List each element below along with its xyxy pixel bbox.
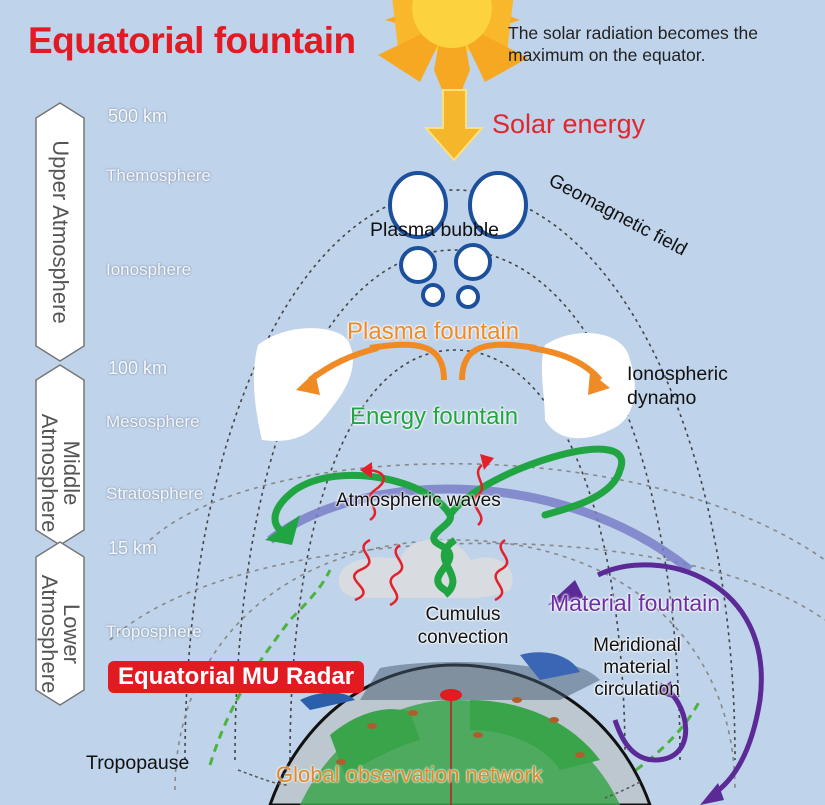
caption-text: The solar radiation becomes the maximum … xyxy=(508,23,758,65)
solar-energy-label: Solar energy xyxy=(492,109,646,139)
wave-arrow-left xyxy=(360,462,372,478)
energy-fountain-label: Energy fountain xyxy=(350,403,519,430)
layer-ionosphere: Ionosphere xyxy=(106,260,192,279)
layer-stratosphere: Stratosphere xyxy=(106,484,204,503)
lower-atmosphere-banner xyxy=(35,541,85,706)
atmospheric-waves xyxy=(352,464,509,607)
upper-atmosphere-banner xyxy=(35,102,85,362)
material-arrow-top xyxy=(548,580,584,605)
meridional-circulation-label: Meridional material circulation xyxy=(593,635,681,700)
lower-atmosphere-label: Lower Atmosphere xyxy=(37,574,84,694)
plasma-fountain-arrows xyxy=(308,341,603,383)
cumulus-cloud xyxy=(338,539,513,599)
material-fountain-arrows xyxy=(596,562,764,798)
page-title: Equatorial fountain xyxy=(28,20,356,61)
altitude-15km: 15 km xyxy=(108,538,158,558)
material-arrow-mid xyxy=(655,681,673,698)
layer-troposphere: Troposphere xyxy=(106,622,202,641)
middle-atmosphere-banner xyxy=(35,364,85,546)
altitude-100km: 100 km xyxy=(108,358,168,378)
observation-sites xyxy=(336,697,585,765)
atmosphere-boundary-lines xyxy=(109,462,825,791)
atmospheric-waves-label: Atmospheric waves xyxy=(336,490,501,511)
plasma-arrow-right-head xyxy=(588,372,610,395)
material-arrow-bottom xyxy=(700,783,724,805)
plasma-bubble-label: Plasma bubble xyxy=(370,219,499,241)
left-ridge xyxy=(300,692,355,710)
sun-icon xyxy=(378,0,528,115)
wave-arrow-right xyxy=(480,454,494,470)
altitude-scale xyxy=(35,102,85,706)
solar-energy-arrow xyxy=(423,89,485,162)
tropopause-lines xyxy=(208,569,702,772)
mu-radar-label: Equatorial MU Radar xyxy=(108,661,365,693)
plasma-arrow-left-head xyxy=(296,372,320,395)
energy-fountain-arrows xyxy=(271,445,626,594)
global-network-label: Global observation network xyxy=(276,762,543,787)
stratosphere-band xyxy=(267,484,693,574)
blue-ridge xyxy=(520,652,580,680)
material-fountain-label: Material fountain xyxy=(550,590,721,616)
tropopause-label: Tropopause xyxy=(86,752,190,774)
ionospheric-dynamo-label: Ionospheric dynamo xyxy=(627,363,728,409)
energy-fountain-stem xyxy=(440,537,458,598)
cumulus-convection-label: Cumulus convection xyxy=(417,604,509,648)
plasma-fountain-label: Plasma fountain xyxy=(347,318,520,345)
mu-radar-marker xyxy=(440,689,462,701)
altitude-500km: 500 km xyxy=(108,106,168,126)
layer-themosphere: Themosphere xyxy=(106,166,211,185)
geomagnetic-field-lines xyxy=(184,189,736,761)
upper-atmosphere-label: Upper Atmosphere xyxy=(48,140,73,324)
plasma-bubbles xyxy=(388,171,528,309)
tropopause-pointers xyxy=(237,769,641,799)
energy-arrow-head xyxy=(265,515,300,545)
layer-mesosphere: Mesosphere xyxy=(106,412,200,431)
middle-atmosphere-label: Middle Atmosphere xyxy=(37,413,84,533)
